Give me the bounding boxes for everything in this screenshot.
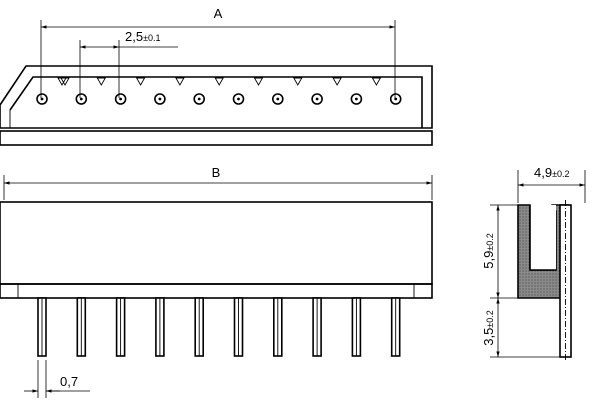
pin-length-tolerance: ±0.2 bbox=[485, 310, 495, 327]
svg-text:2,5±0.1: 2,5±0.1 bbox=[125, 29, 161, 44]
dimension-a-label: A bbox=[214, 6, 223, 21]
polarization-notch bbox=[96, 77, 107, 86]
polarization-notch bbox=[214, 77, 224, 86]
dimension-b-label: B bbox=[212, 165, 221, 180]
depth-tolerance: ±0.2 bbox=[552, 169, 569, 179]
pin-hole bbox=[36, 93, 48, 105]
polarization-notch bbox=[135, 77, 146, 86]
pin-hole-center bbox=[119, 97, 122, 101]
pitch-value: 2,5 bbox=[125, 29, 143, 44]
pin-hole bbox=[232, 93, 245, 105]
pin-hole-center bbox=[355, 97, 358, 101]
polarization-notch bbox=[293, 77, 303, 86]
pin-hole bbox=[114, 93, 127, 105]
polarization-notch bbox=[60, 77, 70, 86]
pin-length-value: 3,5 bbox=[481, 328, 496, 346]
front-pin-row bbox=[37, 297, 401, 357]
polarization-notch bbox=[332, 77, 342, 86]
height-tolerance: ±0.2 bbox=[485, 233, 495, 250]
pin-hole-center bbox=[158, 97, 162, 101]
polarization-notch bbox=[253, 77, 264, 86]
top-view bbox=[0, 65, 433, 146]
pin-hole-center bbox=[79, 97, 83, 101]
side-section-view bbox=[517, 200, 572, 362]
pin-hole-center bbox=[237, 97, 240, 101]
front-view bbox=[0, 201, 433, 357]
pitch-tolerance: ±0.1 bbox=[143, 33, 160, 43]
svg-text:5,9±0.2: 5,9±0.2 bbox=[481, 233, 496, 269]
pin-hole-center bbox=[315, 97, 319, 101]
polarization-notch bbox=[175, 77, 185, 86]
polarization-notch bbox=[371, 77, 382, 86]
height-value: 5,9 bbox=[481, 251, 496, 269]
pin-hole bbox=[389, 93, 402, 105]
pin-hole bbox=[193, 93, 205, 105]
pin-hole-center bbox=[40, 97, 44, 101]
dimension-a: A bbox=[40, 6, 396, 98]
pin-hole bbox=[75, 93, 88, 105]
pin-hole bbox=[350, 93, 363, 105]
svg-text:3,5±0.2: 3,5±0.2 bbox=[481, 310, 496, 346]
pin-hole-center bbox=[276, 97, 280, 101]
pin-hole-center bbox=[394, 97, 398, 101]
dimension-pitch: 2,5±0.1 bbox=[79, 29, 178, 98]
dimension-height: 5,9±0.2 bbox=[481, 204, 518, 299]
pin-hole bbox=[311, 93, 323, 105]
pin-hole bbox=[154, 93, 166, 105]
pin-hole-center bbox=[197, 97, 201, 101]
top-pin-row bbox=[36, 77, 402, 105]
pin-width-value: 0,7 bbox=[60, 374, 78, 389]
dimension-pin-width: 0,7 bbox=[24, 360, 90, 398]
dimension-depth: 4,9±0.2 bbox=[517, 165, 586, 203]
dimension-pin-length: 3,5±0.2 bbox=[481, 298, 560, 358]
depth-value: 4,9 bbox=[534, 165, 552, 180]
dimension-b: B bbox=[3, 165, 433, 200]
svg-text:4,9±0.2: 4,9±0.2 bbox=[534, 165, 570, 180]
pin-hole bbox=[271, 93, 284, 105]
